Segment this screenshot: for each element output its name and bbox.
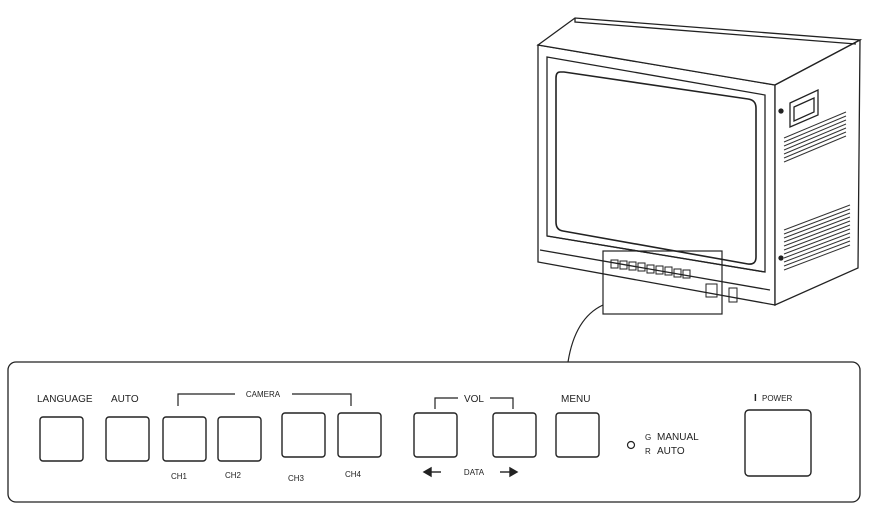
power-button[interactable] (744, 409, 812, 477)
data-label: DATA (464, 468, 485, 477)
ch4-label: CH4 (345, 470, 362, 479)
menu-button[interactable] (555, 412, 600, 458)
auto-mode-label: AUTO (657, 446, 685, 457)
mode-indicator-led (626, 440, 636, 450)
led-g-label: G (645, 433, 651, 442)
monitor-illustration (536, 17, 863, 363)
data-arrows (422, 466, 519, 478)
vol-down-button[interactable] (413, 412, 458, 458)
auto-button[interactable] (105, 416, 150, 462)
menu-label: MENU (561, 394, 590, 405)
ch4-button[interactable] (337, 412, 382, 458)
ch1-button[interactable] (162, 416, 207, 462)
camera-bracket (177, 393, 352, 406)
ch2-label: CH2 (225, 471, 242, 480)
camera-label: CAMERA (246, 390, 281, 399)
vol-label: VOL (464, 394, 484, 405)
language-label: LANGUAGE (37, 394, 93, 405)
monitor-side-face (774, 38, 861, 307)
ch1-label: CH1 (171, 472, 188, 481)
side-handle (789, 88, 819, 128)
led-r-label: R (645, 447, 651, 456)
manual-label: MANUAL (657, 432, 699, 443)
detail-callout-box (602, 250, 723, 315)
monitor-screen (555, 71, 757, 265)
right-arrow-icon (509, 466, 519, 478)
vol-up-button[interactable] (492, 412, 537, 458)
callout-leader-line (567, 304, 604, 363)
auto-label: AUTO (111, 394, 139, 405)
power-mark: I (754, 393, 757, 404)
ch3-button[interactable] (281, 412, 326, 458)
power-label: POWER (762, 394, 792, 403)
monitor-control-buttons (610, 259, 738, 303)
language-button[interactable] (39, 416, 84, 462)
ch3-label: CH3 (288, 474, 305, 483)
vol-bracket (434, 397, 514, 409)
ch2-button[interactable] (217, 416, 262, 462)
vent-grille (783, 111, 851, 271)
